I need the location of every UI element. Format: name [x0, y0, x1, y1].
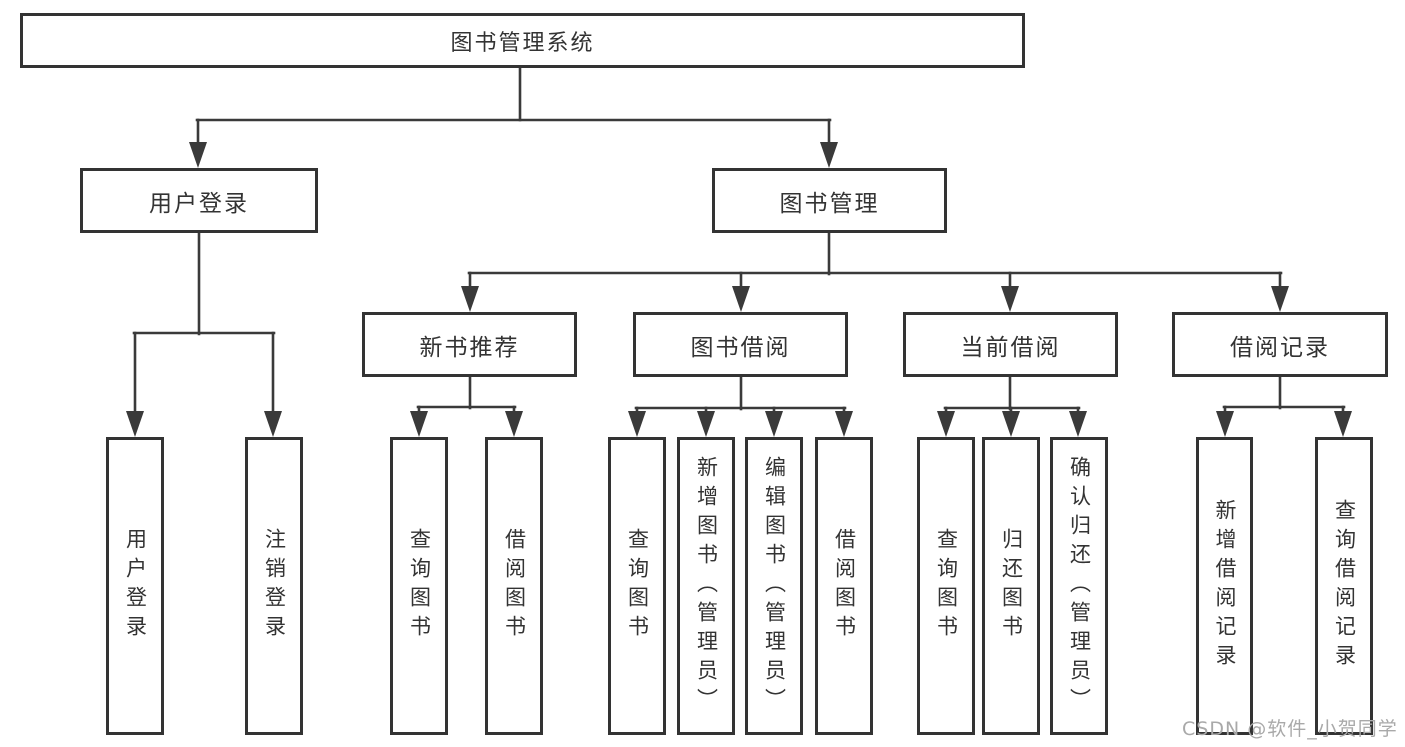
leaf-label: 用户登录	[123, 528, 148, 644]
leaf-query-books-2: 查询图书	[608, 437, 666, 735]
leaf-label: 注销登录	[262, 528, 287, 644]
leaf-query-books-1: 查询图书	[390, 437, 448, 735]
node-label: 新书推荐	[419, 334, 520, 361]
leaf-query-books-3: 查询图书	[917, 437, 975, 735]
leaf-label: 查询图书	[407, 528, 432, 644]
leaf-label: 借阅图书	[832, 528, 857, 644]
leaf-user-login: 用户登录	[106, 437, 164, 735]
leaf-edit-books-admin: 编辑图书（管理员）	[745, 437, 803, 735]
connector-borrow-record-children	[1216, 375, 1352, 437]
node-label: 用户登录	[149, 190, 249, 217]
connector-new-book-recommend-children	[410, 375, 523, 437]
connector-book-borrow-children	[628, 375, 853, 437]
leaf-add-books-admin: 新增图书（管理员）	[677, 437, 735, 735]
leaf-label: 借阅图书	[502, 528, 527, 644]
leaf-query-borrow-record: 查询借阅记录	[1315, 437, 1373, 735]
leaf-label: 归还图书	[999, 528, 1024, 644]
node-label: 借阅记录	[1230, 334, 1330, 361]
leaf-label: 查询借阅记录	[1332, 499, 1357, 673]
node-book-management: 图书管理	[712, 168, 947, 233]
leaf-label: 新增借阅记录	[1213, 499, 1237, 673]
connector-root-to-level2	[189, 66, 838, 168]
csdn-watermark: CSDN @软件_小贺同学	[1182, 718, 1398, 740]
leaf-label: 编辑图书（管理员）	[762, 455, 787, 717]
leaf-label: 查询图书	[625, 528, 650, 644]
node-library-management-system: 图书管理系统	[20, 13, 1025, 68]
leaf-label: 确认归还（管理员）	[1067, 455, 1092, 717]
node-label: 当前借阅	[960, 334, 1061, 361]
node-book-borrow: 图书借阅	[633, 312, 848, 377]
leaf-label: 查询图书	[934, 528, 959, 644]
connector-current-borrow-children	[937, 375, 1087, 437]
leaf-confirm-return-admin: 确认归还（管理员）	[1050, 437, 1108, 735]
leaf-borrow-books-1: 借阅图书	[485, 437, 543, 735]
leaf-label: 新增图书（管理员）	[694, 455, 719, 717]
node-label: 图书管理系统	[450, 30, 595, 56]
node-label: 图书管理	[779, 190, 880, 217]
connector-book-management-children	[461, 231, 1289, 312]
leaf-logout: 注销登录	[245, 437, 303, 735]
leaf-add-borrow-record: 新增借阅记录	[1196, 437, 1253, 735]
node-new-book-recommend: 新书推荐	[362, 312, 577, 377]
leaf-return-books: 归还图书	[982, 437, 1040, 735]
leaf-borrow-books-2: 借阅图书	[815, 437, 873, 735]
connector-user-login-children	[126, 231, 282, 437]
node-borrow-record: 借阅记录	[1172, 312, 1388, 377]
node-user-login: 用户登录	[80, 168, 318, 233]
node-label: 图书借阅	[690, 334, 791, 361]
node-current-borrow: 当前借阅	[903, 312, 1118, 377]
